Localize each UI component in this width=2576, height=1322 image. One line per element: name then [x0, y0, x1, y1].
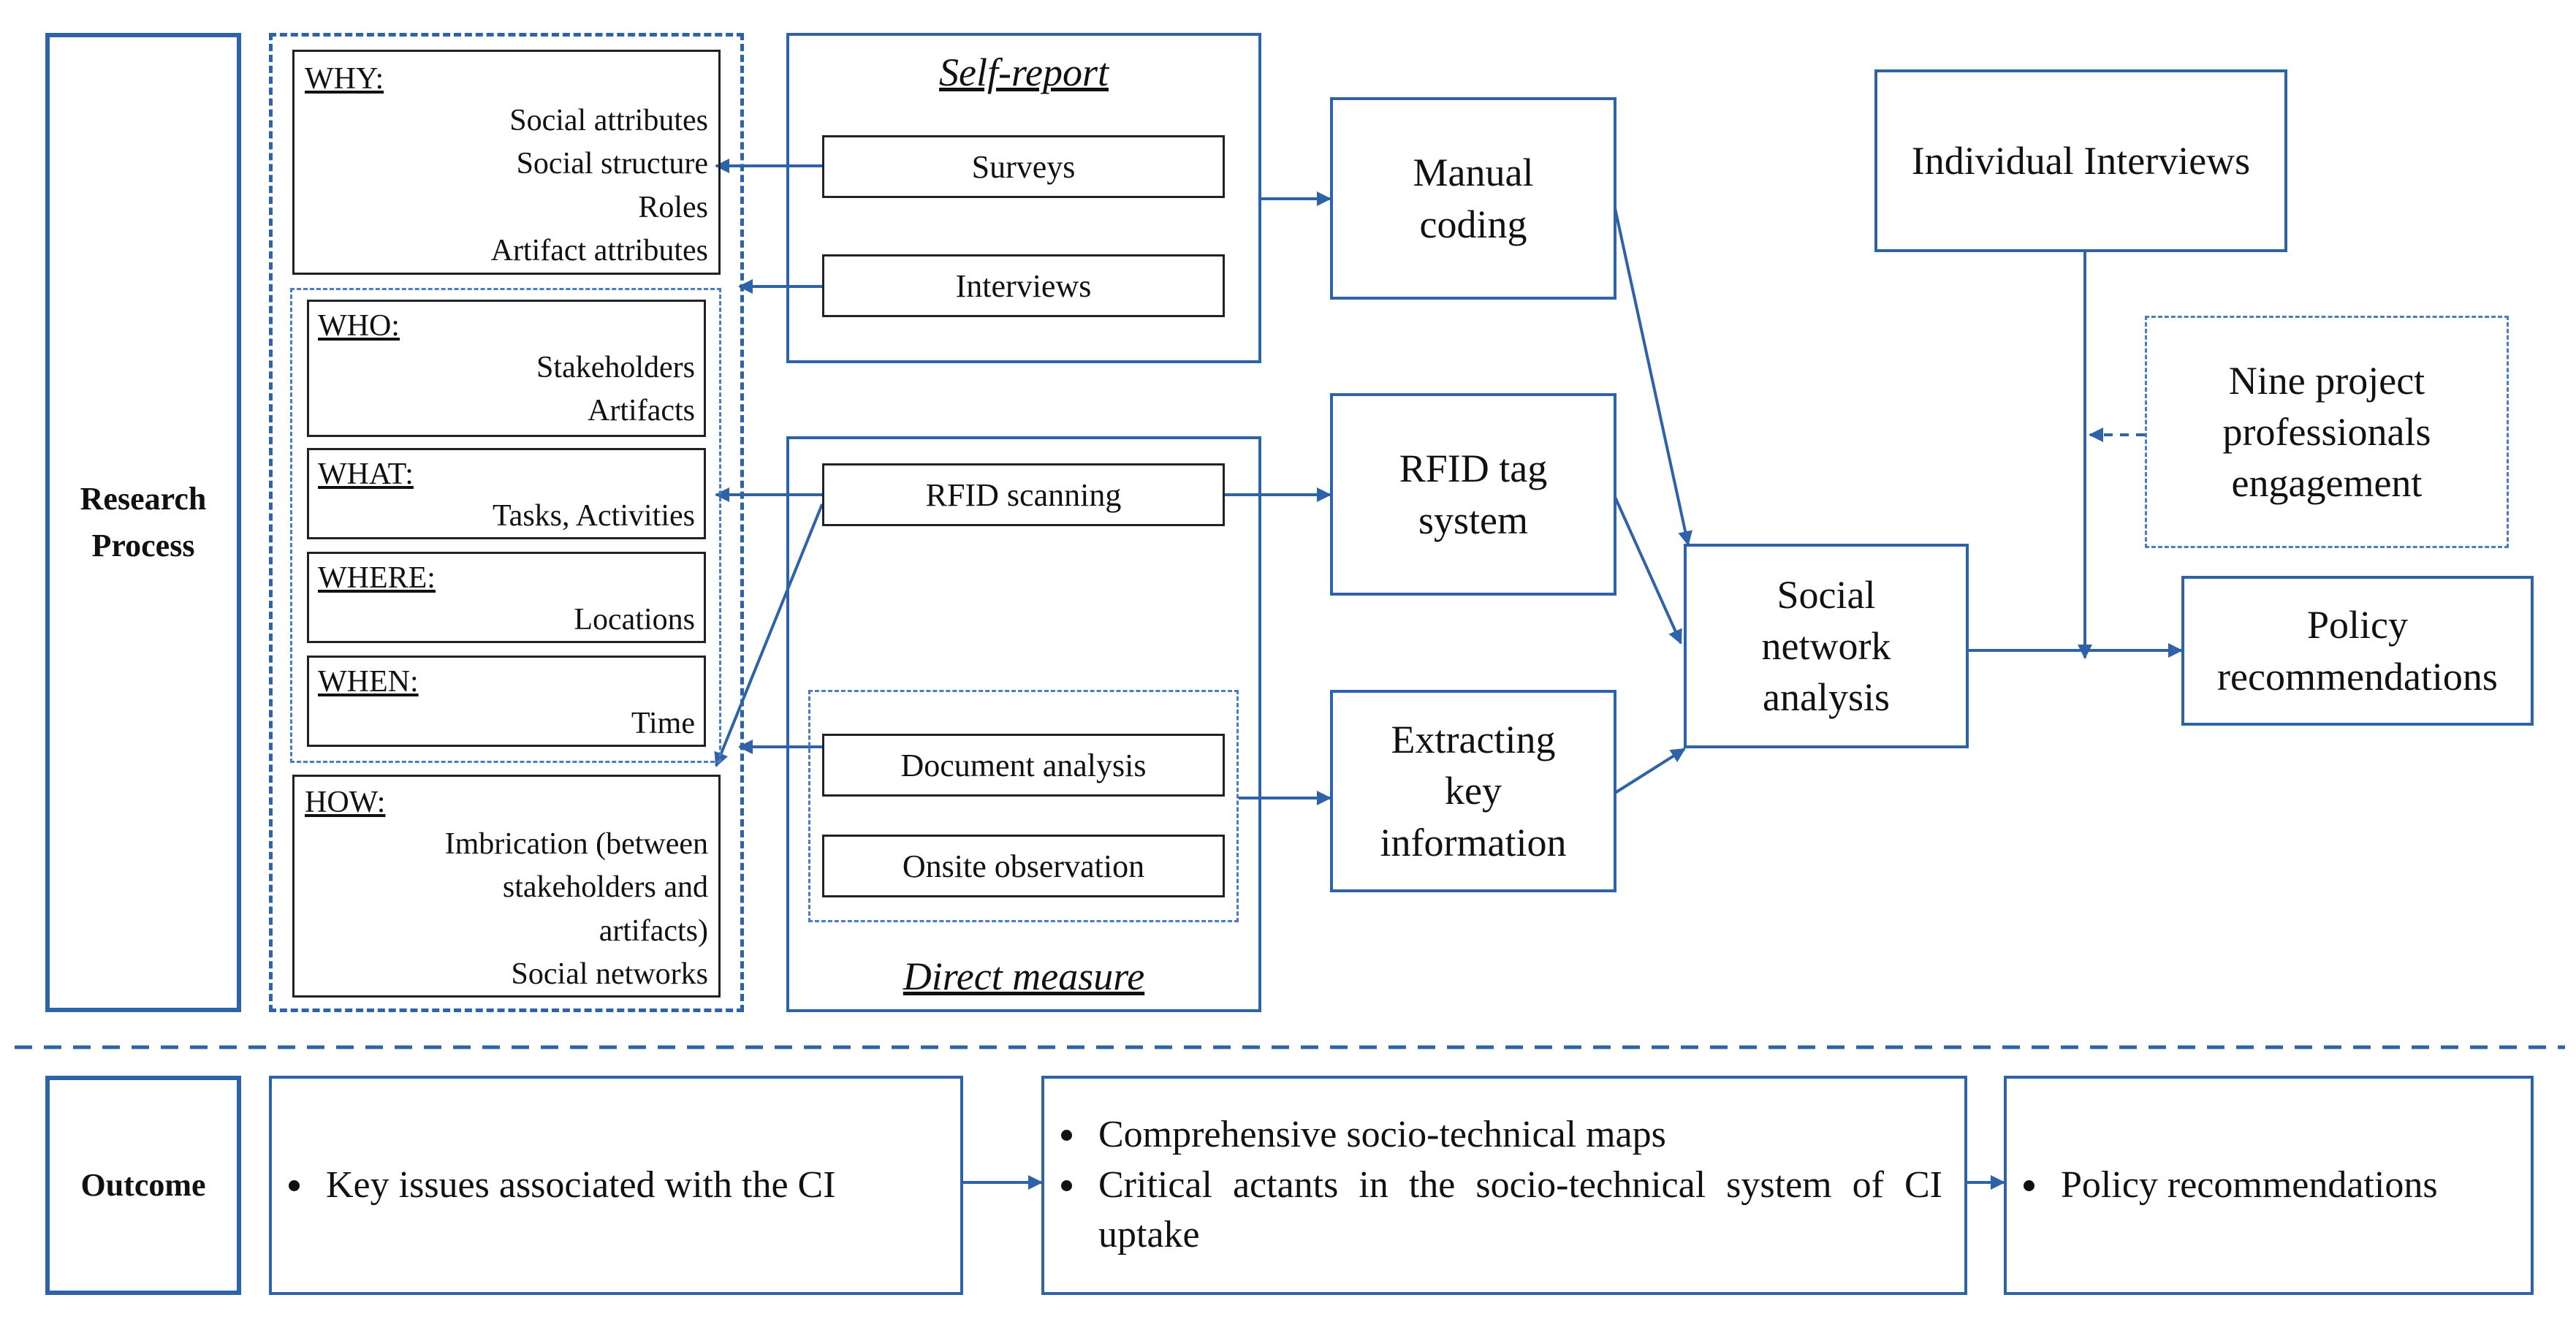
outcome-label-box: Outcome [45, 1076, 241, 1295]
nine-line: Nine project [2228, 358, 2425, 403]
research-process-label-box: Research Process [45, 33, 241, 1012]
research-process-label: Research Process [80, 481, 207, 563]
individual-interviews-box: Individual Interviews [1874, 69, 2287, 252]
outcome-item: Comprehensive socio-technical maps [1088, 1110, 1942, 1160]
rfid-tag-system-box: RFID tag system [1330, 393, 1616, 596]
who-item: Artifacts [588, 394, 695, 428]
nine-professionals-box: Nine project professionals engagement [2145, 316, 2509, 548]
policy-recommendations-box: Policy recommendations [2181, 576, 2534, 726]
outcome-item: Policy recommendations [2051, 1160, 2438, 1211]
why-item: Social structure [516, 147, 708, 181]
extracting-line: key [1445, 769, 1502, 813]
who-header: WHO: [318, 309, 400, 343]
arrow-manual-to-sna [1614, 208, 1692, 546]
manual-coding-box: Manual coding [1330, 97, 1616, 300]
why-box: WHY: Social attributes Social structure … [292, 50, 721, 275]
how-item: Imbrication (between [444, 827, 708, 861]
direct-measure-box: Direct measure [786, 436, 1261, 1012]
why-item: Social attributes [509, 103, 708, 137]
five-w-one-h-group [269, 33, 744, 1012]
how-header: HOW: [305, 786, 386, 819]
nine-line: professionals [2222, 409, 2431, 454]
social-network-analysis-box: Social network analysis [1684, 544, 1969, 748]
where-item: Locations [574, 602, 695, 637]
why-item: Roles [638, 190, 708, 224]
manual-coding-line: Manual [1413, 151, 1534, 195]
manual-coding-line: coding [1419, 202, 1527, 246]
outcome-box-3: Policy recommendations [2004, 1076, 2534, 1295]
where-header: WHERE: [318, 561, 436, 595]
policy-line: recommendations [2217, 654, 2498, 699]
rfid-scanning-box: RFID scanning [822, 463, 1225, 526]
policy-line: Policy [2306, 603, 2408, 647]
observation-group [808, 690, 1239, 922]
who-to-when-group [290, 288, 721, 763]
sna-line: Social [1777, 572, 1876, 617]
how-item: Social networks [511, 957, 708, 992]
sna-line: analysis [1763, 675, 1890, 720]
what-header: WHAT: [318, 457, 414, 491]
where-box: WHERE: Locations [307, 552, 706, 643]
how-item: stakeholders and [502, 870, 708, 905]
who-item: Stakeholders [536, 350, 695, 384]
rfid-tag-line: RFID tag [1399, 447, 1548, 491]
onsite-observation-box: Onsite observation [822, 835, 1225, 897]
extracting-line: Extracting [1391, 718, 1556, 762]
what-item: Tasks, Activities [492, 498, 695, 533]
outcome-box-1: Key issues associated with the CI [269, 1076, 963, 1295]
outcome-item: Key issues associated with the CI [316, 1160, 836, 1211]
why-item: Artifact attributes [490, 234, 708, 268]
why-header: WHY: [305, 62, 384, 96]
outcome-item: Critical actants in the socio-technical … [1088, 1160, 1942, 1261]
what-box: WHAT: Tasks, Activities [307, 448, 706, 539]
interviews-box: Interviews [822, 254, 1225, 317]
when-header: WHEN: [318, 665, 419, 699]
outcome-box-2: Comprehensive socio-technical maps Criti… [1041, 1076, 1967, 1295]
self-report-box: Self-report [786, 33, 1261, 363]
rfid-tag-line: system [1418, 498, 1528, 542]
arrow-tag-to-sna [1614, 496, 1682, 645]
who-box: WHO: Stakeholders Artifacts [307, 300, 706, 437]
how-box: HOW: Imbrication (between stakeholders a… [292, 775, 721, 998]
self-report-title: Self-report [939, 50, 1109, 94]
direct-measure-title: Direct measure [903, 954, 1145, 998]
outcome-label: Outcome [80, 1167, 206, 1204]
nine-line: engagement [2231, 461, 2423, 506]
extracting-key-information-box: Extracting key information [1330, 690, 1616, 892]
sna-line: network [1761, 623, 1891, 668]
how-item: artifacts) [599, 913, 708, 948]
when-box: WHEN: Time [307, 656, 706, 747]
line-rfid-to-how [714, 504, 824, 767]
arrow-extracting-to-sna [1614, 748, 1686, 794]
when-item: Time [631, 706, 695, 740]
surveys-box: Surveys [822, 135, 1225, 198]
extracting-line: information [1380, 820, 1567, 865]
document-analysis-box: Document analysis [822, 734, 1225, 797]
